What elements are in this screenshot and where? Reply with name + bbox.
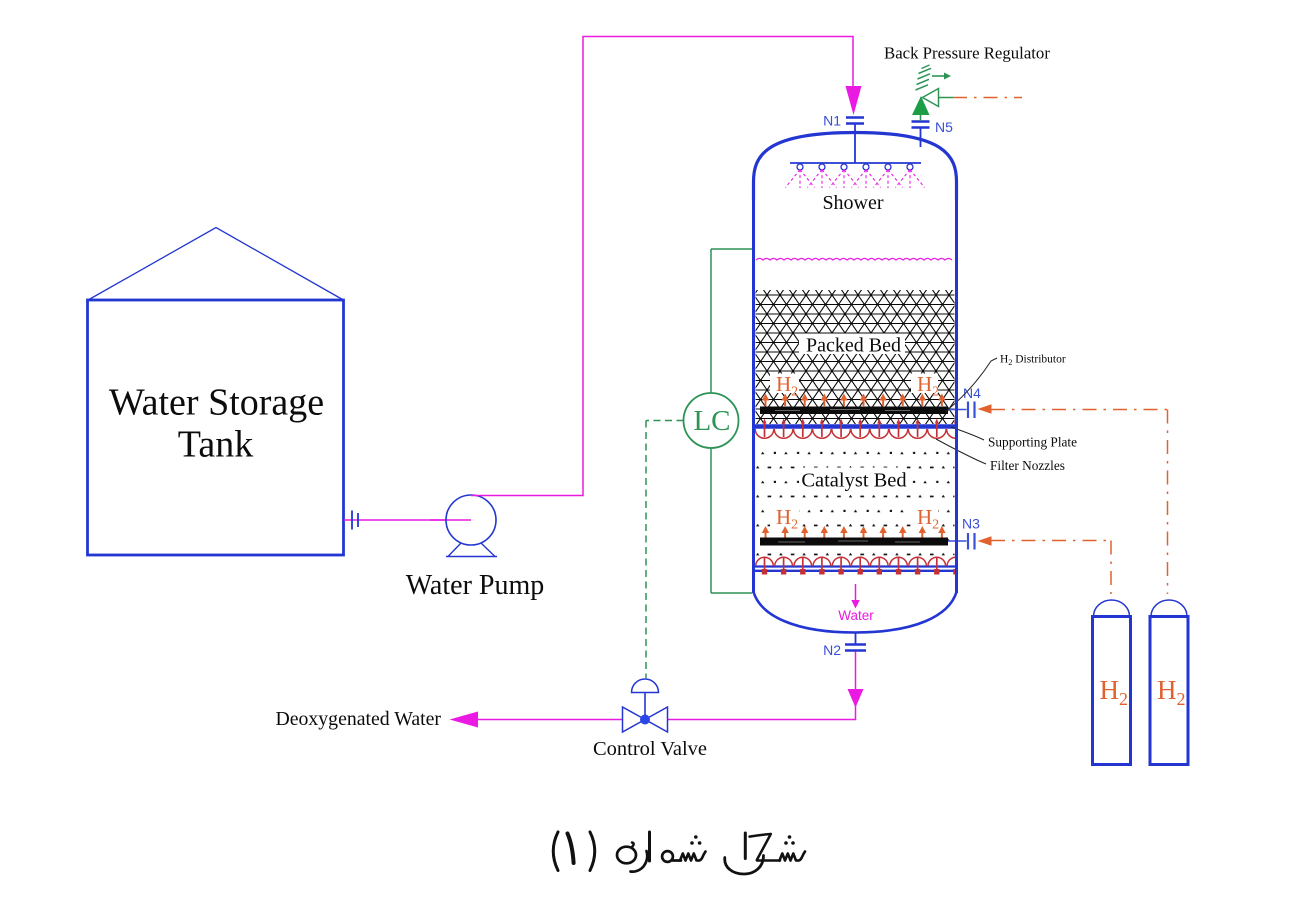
svg-text:Back Pressure Regulator: Back Pressure Regulator: [884, 44, 1050, 63]
svg-text:Water Pump: Water Pump: [406, 570, 545, 601]
svg-text:H2 Distributor: H2 Distributor: [1000, 354, 1066, 368]
svg-text:Water: Water: [838, 608, 874, 623]
svg-text:Water Storage: Water Storage: [109, 382, 324, 424]
svg-text:H2: H2: [1100, 675, 1129, 709]
svg-text:Deoxygenated Water: Deoxygenated Water: [275, 708, 441, 730]
svg-text:Filter Nozzles: Filter Nozzles: [990, 458, 1065, 473]
svg-text:N2: N2: [823, 642, 841, 658]
svg-text:Tank: Tank: [178, 423, 253, 465]
svg-text:LC: LC: [693, 405, 730, 437]
svg-text:Control Valve: Control Valve: [593, 738, 707, 760]
svg-text:Catalyst Bed: Catalyst Bed: [801, 470, 906, 492]
svg-text:Supporting Plate: Supporting Plate: [988, 434, 1077, 449]
svg-text:N3: N3: [962, 516, 980, 532]
svg-text:Shower: Shower: [822, 192, 883, 214]
svg-text:N1: N1: [823, 113, 841, 129]
svg-text:Packed Bed: Packed Bed: [806, 335, 901, 357]
svg-text:N5: N5: [935, 119, 953, 135]
svg-text:N4: N4: [963, 385, 981, 401]
